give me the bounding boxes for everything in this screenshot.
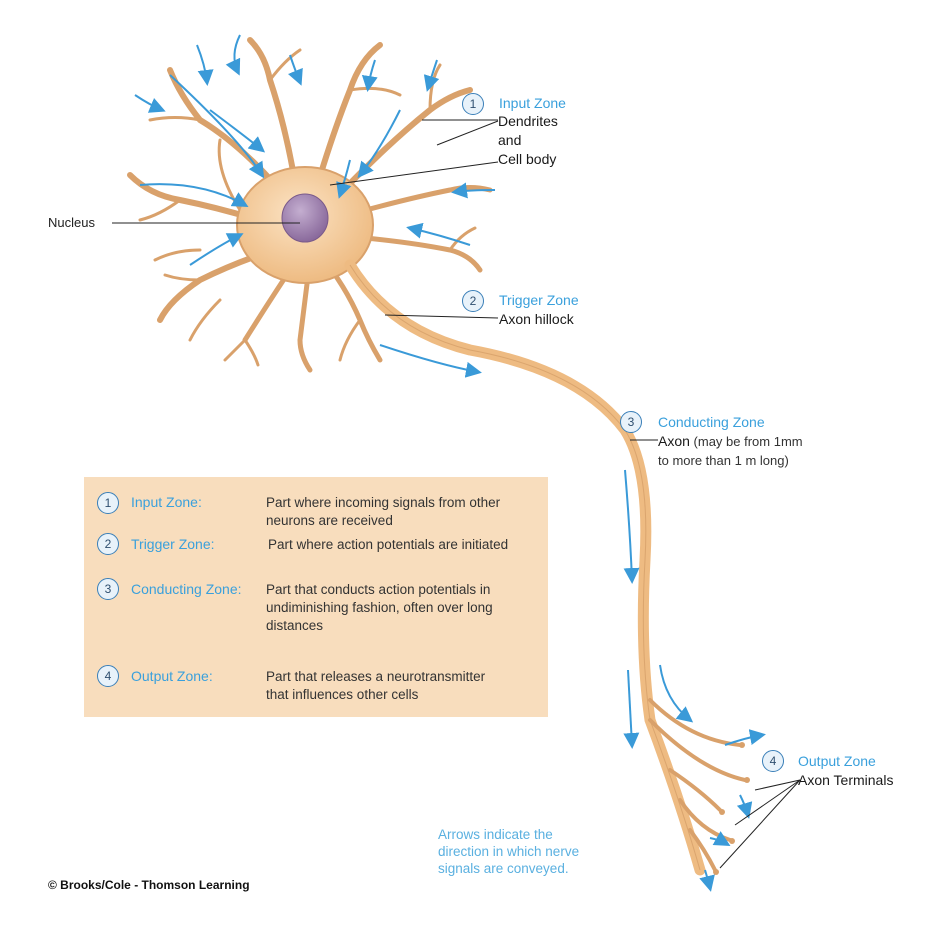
zone-2-number-icon: 2 [462, 290, 484, 312]
legend-3-number-icon: 3 [97, 578, 119, 600]
legend-3-desc-line1: Part that conducts action potentials in [266, 582, 491, 597]
leader-lines [112, 119, 801, 869]
legend-2-desc-line1: Part where action potentials are initiat… [268, 537, 509, 552]
trigger-zone-line1: Axon hillock [499, 311, 574, 327]
legend-1-number-icon: 1 [97, 492, 119, 514]
legend-3-desc-line3: distances [266, 618, 324, 633]
copyright-credit: © Brooks/Cole - Thomson Learning [48, 878, 250, 892]
legend-1-desc-line2: neurons are received [266, 513, 393, 528]
arrows-note-line2: direction in which nerve [438, 844, 580, 859]
zone-legend: 1 Input Zone: Part where incoming signal… [84, 477, 548, 717]
nucleus [281, 193, 329, 243]
legend-3-desc-line2: undiminishing fashion, often over long [266, 600, 493, 615]
axon-length-note: (may be from 1mm [689, 434, 803, 449]
legend-4-number-icon: 4 [97, 665, 119, 687]
axon-bold-label: Axon [658, 433, 690, 449]
signal-arrows [134, 34, 766, 892]
zone-3-number-icon: 3 [620, 411, 642, 433]
legend-3-title: Conducting Zone: [131, 581, 242, 597]
legend-2-number-icon: 2 [97, 533, 119, 555]
output-zone-line1: Axon Terminals [798, 772, 894, 788]
zone-4-number-icon: 4 [762, 750, 784, 772]
trigger-zone-title: Trigger Zone [499, 292, 579, 308]
input-zone-line3: Cell body [498, 151, 557, 167]
legend-4-title: Output Zone: [131, 668, 213, 684]
arrows-note-line1: Arrows indicate the [438, 827, 553, 842]
legend-4-desc-line1: Part that releases a neurotransmitter [266, 669, 486, 684]
legend-2-title: Trigger Zone: [131, 536, 215, 552]
legend-1-desc-line1: Part where incoming signals from other [266, 495, 501, 510]
input-zone-line2: and [498, 132, 522, 148]
nucleus-label: Nucleus [48, 215, 95, 230]
input-zone-title: Input Zone [499, 95, 566, 111]
conducting-zone-title: Conducting Zone [658, 414, 765, 430]
arrows-note: Arrows indicate the direction in which n… [438, 826, 579, 877]
output-zone-title: Output Zone [798, 753, 876, 769]
legend-1-title: Input Zone: [131, 494, 202, 510]
conducting-zone-line2: to more than 1 m long) [658, 453, 789, 468]
conducting-zone-line1: Axon (may be from 1mm [658, 433, 803, 449]
input-zone-line1: Dendrites [498, 113, 558, 129]
zone-1-number-icon: 1 [462, 93, 484, 115]
arrows-note-line3: signals are conveyed. [438, 861, 569, 876]
legend-4-desc-line2: that influences other cells [266, 687, 419, 702]
